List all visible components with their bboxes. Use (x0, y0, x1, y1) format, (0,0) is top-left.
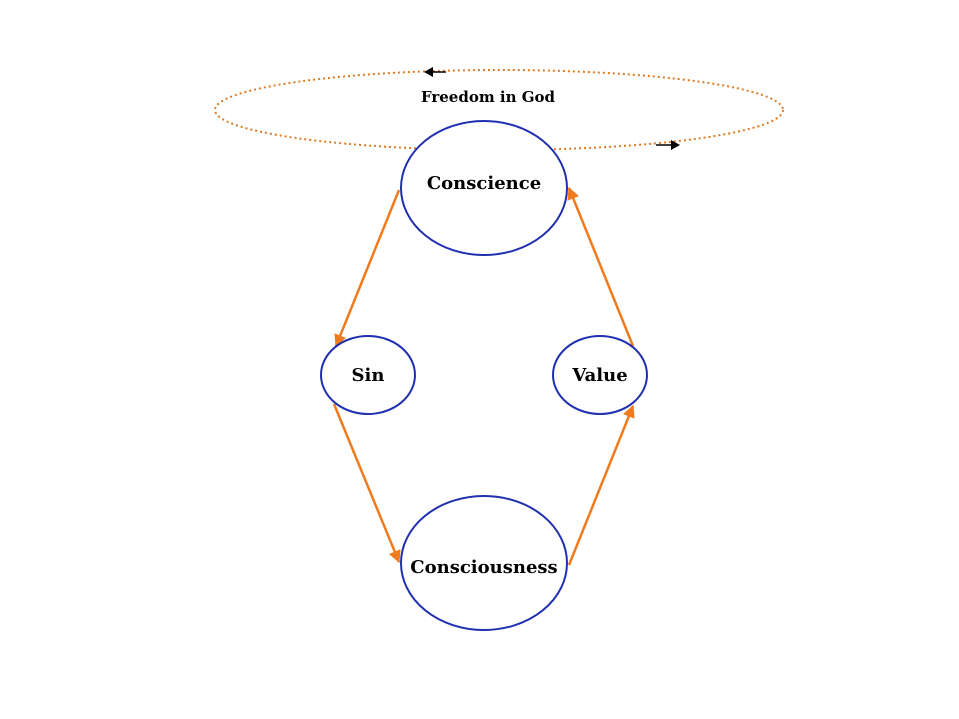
node-conscience: Conscience (400, 120, 568, 256)
halo-arrow-left-icon (424, 67, 446, 77)
node-consciousness: Consciousness (400, 495, 568, 631)
node-sin: Sin (320, 335, 416, 415)
node-value: Value (552, 335, 648, 415)
node-consciousness-label: Consciousness (410, 557, 557, 578)
node-sin-outline (320, 335, 416, 415)
flow-arrows (332, 186, 635, 566)
arrow-value-to-conscience (567, 186, 635, 347)
node-consciousness-outline (400, 495, 568, 631)
arrow-conscience-to-sin (334, 189, 401, 348)
node-conscience-outline (400, 120, 568, 256)
node-value-label: Value (571, 365, 627, 386)
node-value-outline (552, 335, 648, 415)
arrow-sin-to-consciousness (332, 403, 401, 564)
node-conscience-label: Conscience (427, 173, 541, 194)
halo-label: Freedom in God (421, 88, 556, 106)
node-sin-label: Sin (352, 365, 385, 386)
halo-arrow-right-icon (656, 140, 680, 150)
arrow-consciousness-to-value (567, 404, 635, 566)
